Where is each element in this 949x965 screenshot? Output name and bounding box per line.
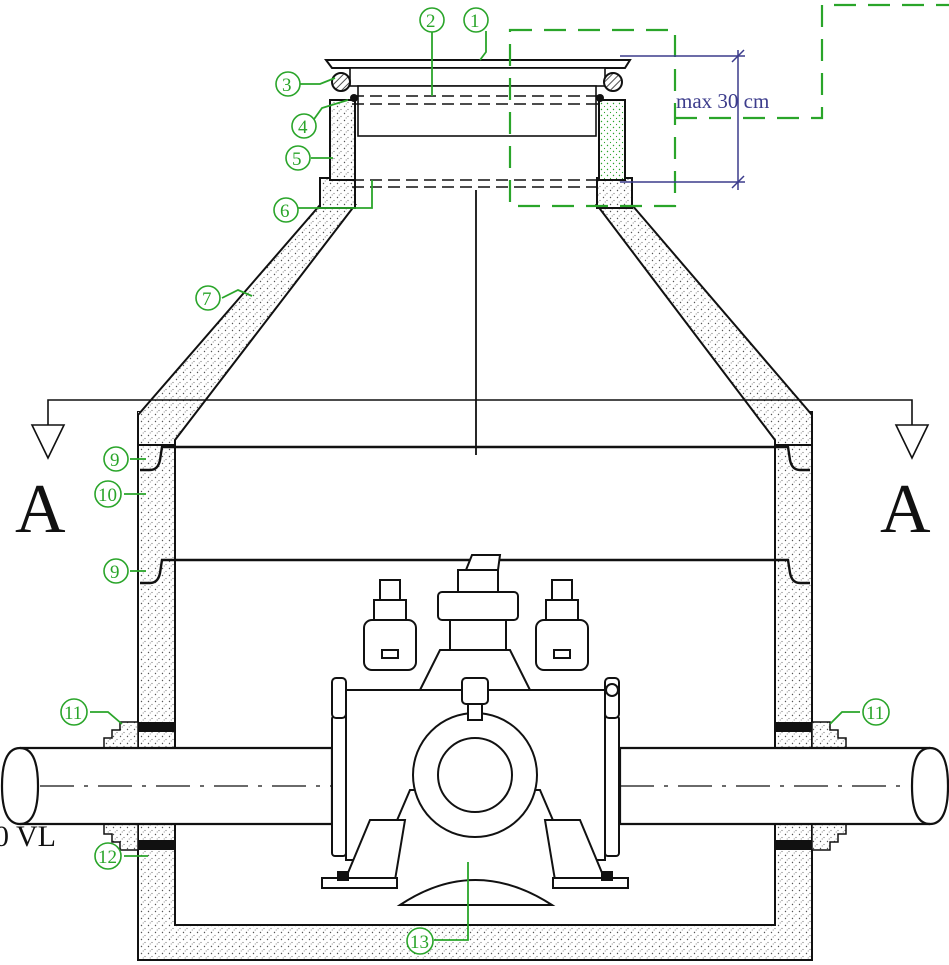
callout-7-text: 7 xyxy=(202,289,212,310)
callout-4-text: 4 xyxy=(298,117,308,138)
callout-11-right-text: 11 xyxy=(866,703,884,724)
callout-6: 6 xyxy=(273,197,299,223)
detail-outline xyxy=(508,3,949,208)
callout-bubbles: 1 2 3 4 5 6 7 9 10 9 11 11 12 13 xyxy=(60,7,890,955)
height-dimension xyxy=(620,49,745,190)
callout-11-left-text: 11 xyxy=(64,703,82,724)
callout-2: 2 xyxy=(419,7,445,33)
adjustment-rings xyxy=(319,99,633,209)
section-label-right: A xyxy=(880,471,931,548)
callout-12-text: 12 xyxy=(98,847,117,868)
dimension-label: max 30 cm xyxy=(676,89,769,113)
pipe-label: 0 VL xyxy=(0,820,56,853)
callout-3: 3 xyxy=(275,71,301,97)
callout-13-text: 13 xyxy=(410,932,429,953)
callout-4: 4 xyxy=(291,113,317,139)
callout-5: 5 xyxy=(285,145,311,171)
callout-9a: 9 xyxy=(103,446,129,472)
callout-3-text: 3 xyxy=(282,75,292,96)
pipeline xyxy=(0,746,949,826)
callout-12: 12 xyxy=(94,842,122,870)
section-cut-line xyxy=(30,399,930,460)
callout-leaders xyxy=(90,31,860,941)
callout-7: 7 xyxy=(195,285,221,311)
callout-10: 10 xyxy=(94,480,122,508)
callout-9b: 9 xyxy=(103,558,129,584)
callout-1: 1 xyxy=(463,7,489,33)
callout-11-right: 11 xyxy=(862,698,890,726)
manhole-cover xyxy=(324,59,632,455)
callout-9b-text: 9 xyxy=(110,562,120,583)
callout-13: 13 xyxy=(406,927,434,955)
callout-2-text: 2 xyxy=(426,11,436,32)
callout-1-text: 1 xyxy=(470,11,480,32)
callout-9a-text: 9 xyxy=(110,450,120,471)
callout-5-text: 5 xyxy=(292,149,302,170)
valve-assembly xyxy=(321,554,629,906)
callout-10-text: 10 xyxy=(98,485,117,506)
callout-6-text: 6 xyxy=(280,201,290,222)
callout-11-left: 11 xyxy=(60,698,88,726)
section-label-left: A xyxy=(15,471,66,548)
